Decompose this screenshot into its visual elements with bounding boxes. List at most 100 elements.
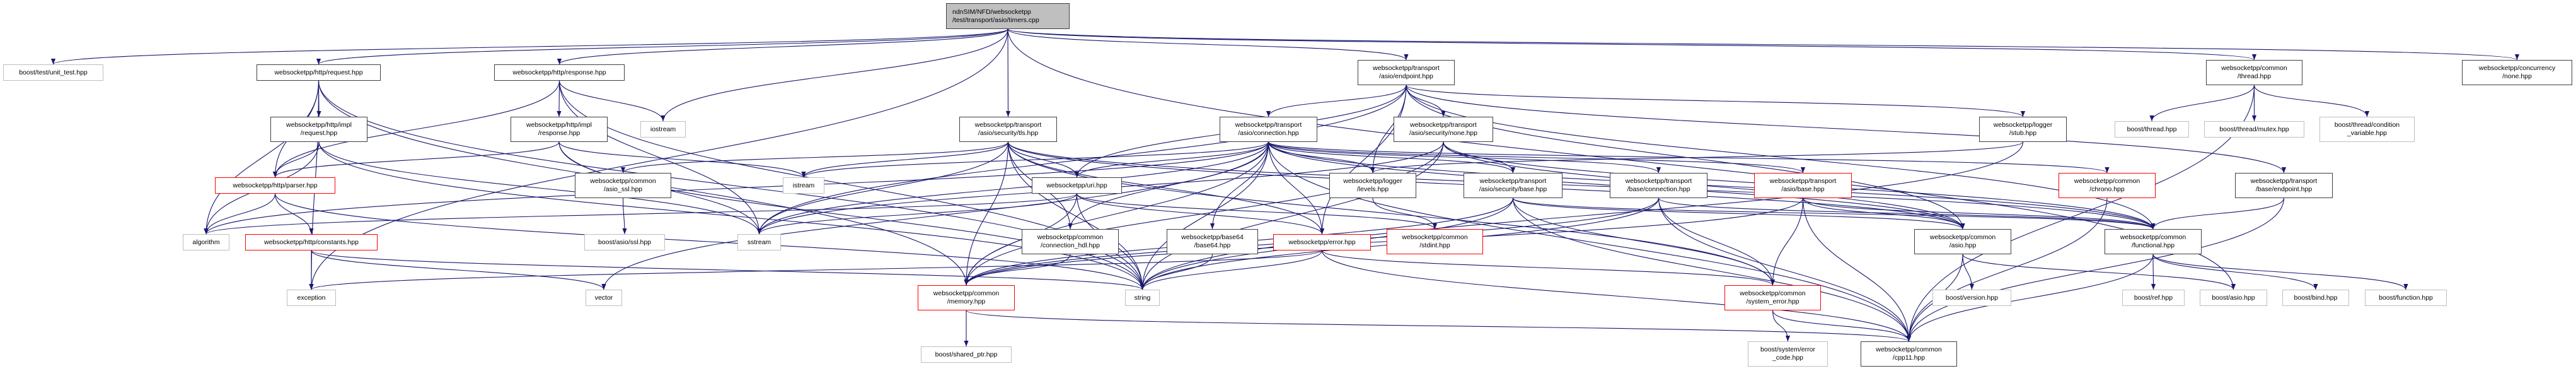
- node-label: exception: [297, 293, 326, 302]
- node-label: websocketpp/common: [1929, 233, 1996, 241]
- node-b-bind: boost/bind.hpp: [2282, 290, 2349, 306]
- node-label: boost/bind.hpp: [2294, 293, 2338, 302]
- node-label: websocketpp/common: [1876, 346, 1942, 353]
- edge-endpoint-to-error: [1319, 85, 1407, 235]
- edge-stub-to-levels: [1370, 141, 2024, 174]
- node-label: websocketpp/transport: [1235, 121, 1302, 129]
- edge-constants-to-string: [311, 250, 1145, 290]
- node-label: /functional.hpp: [2131, 242, 2175, 249]
- node-label: /asio/security/tls.hpp: [978, 129, 1039, 137]
- node-istream: istream: [783, 177, 824, 194]
- node-error[interactable]: websocketpp/error.hpp: [1273, 234, 1371, 250]
- node-constants[interactable]: websocketpp/http/constants.hpp: [245, 234, 378, 250]
- node-parser[interactable]: websocketpp/http/parser.hpp: [215, 177, 335, 194]
- node-error-code: boost/system/error_code.hpp: [1748, 341, 1828, 367]
- edge-asio_base-to-functional: [1802, 197, 2156, 230]
- edge-sec_base-to-c_asio: [1512, 197, 1965, 230]
- node-label: /test/transport/asio/timers.cpp: [952, 16, 1039, 24]
- node-condvar: boost/thread/condition_variable.hpp: [2319, 117, 2415, 142]
- node-sec-none[interactable]: websocketpp/transport/asio/security/none…: [1394, 117, 1493, 142]
- node-label: websocketpp/base64: [1181, 233, 1244, 241]
- node-label: /connection_hdl.hpp: [1041, 242, 1100, 249]
- node-response[interactable]: websocketpp/http/response.hpp: [494, 64, 625, 81]
- node-tls[interactable]: websocketpp/transport/asio/security/tls.…: [959, 117, 1057, 142]
- node-label: websocketpp/http/parser.hpp: [233, 181, 318, 189]
- node-label: /asio_ssl.hpp: [603, 186, 643, 193]
- node-conc-none[interactable]: websocketpp/concurrency/none.hpp: [2462, 60, 2572, 85]
- edge-connection-to-conn_hdl: [1068, 141, 1269, 230]
- node-system-error[interactable]: websocketpp/common/system_error.hpp: [1724, 285, 1821, 310]
- node-base-conn[interactable]: websocketpp/transport/base/connection.hp…: [1610, 173, 1707, 198]
- node-label: websocketpp/http/impl: [286, 121, 352, 129]
- node-label: boost/version.hpp: [1946, 293, 1998, 302]
- edge-connection-to-sstream: [756, 141, 1269, 235]
- edge-impl_response-to-string: [558, 141, 1145, 290]
- edge-tls-to-functional: [1007, 141, 2156, 230]
- edge-uri-to-stdint: [1076, 193, 1437, 230]
- node-chrono[interactable]: websocketpp/common/chrono.hpp: [2059, 173, 2156, 198]
- node-levels[interactable]: websocketpp/logger/levels.hpp: [1329, 173, 1416, 198]
- edge-sec_base-to-cpp11: [1512, 197, 1912, 342]
- edge-endpoint-to-stub: [1406, 85, 2025, 117]
- edge-parser-to-algorithm: [204, 193, 276, 235]
- node-stdint[interactable]: websocketpp/common/stdint.hpp: [1387, 229, 1483, 254]
- edge-uri-to-sstream: [757, 193, 1078, 235]
- node-label: sstream: [747, 238, 771, 246]
- node-asio-base[interactable]: websocketpp/transport/asio/base.hpp: [1754, 173, 1852, 198]
- node-memory[interactable]: websocketpp/common/memory.hpp: [918, 285, 1015, 310]
- edge-sec_none-to-memory: [964, 141, 1444, 286]
- node-conn-hdl[interactable]: websocketpp/common/connection_hdl.hpp: [1022, 229, 1119, 254]
- node-impl-response[interactable]: websocketpp/http/impl/response.hpp: [511, 117, 608, 142]
- edge-system_error-to-cpp11: [1772, 310, 1912, 342]
- edge-error-to-string: [1140, 250, 1323, 290]
- node-base-endpoint[interactable]: websocketpp/transport/base/endpoint.hpp: [2235, 173, 2333, 198]
- node-label: websocketpp/transport: [974, 121, 1042, 129]
- edge-connection-to-sec_base: [1268, 141, 1515, 174]
- node-label: _variable.hpp: [2347, 129, 2388, 137]
- node-cpp11[interactable]: websocketpp/common/cpp11.hpp: [1861, 341, 1957, 367]
- node-algorithm: algorithm: [183, 234, 229, 250]
- node-endpoint[interactable]: websocketpp/transport/asio/endpoint.hpp: [1358, 60, 1455, 85]
- edge-root-to-response: [557, 28, 1008, 65]
- node-functional[interactable]: websocketpp/common/functional.hpp: [2105, 229, 2202, 254]
- edge-stub-to-string: [1140, 141, 2024, 290]
- node-label: boost/asio/ssl.hpp: [598, 238, 652, 246]
- node-b-version: boost/version.hpp: [1932, 290, 2011, 306]
- edge-impl_response-to-parser: [273, 141, 560, 178]
- edge-root-to-conc_none: [1007, 28, 2519, 61]
- node-base64[interactable]: websocketpp/base64/base64.hpp: [1167, 229, 1258, 254]
- node-label: websocketpp/transport: [2250, 177, 2318, 185]
- node-label: websocketpp/http/impl: [526, 121, 592, 129]
- node-label: boost/thread/mutex.hpp: [2219, 125, 2289, 133]
- edge-response-to-parser: [272, 80, 560, 178]
- node-b-ssl: boost/asio/ssl.hpp: [584, 234, 665, 250]
- node-sec-base[interactable]: websocketpp/transport/asio/security/base…: [1464, 173, 1562, 198]
- node-asio-ssl[interactable]: websocketpp/common/asio_ssl.hpp: [575, 173, 671, 198]
- node-label: /none.hpp: [2502, 73, 2532, 80]
- edge-connection-to-vector: [601, 141, 1269, 290]
- node-label: /asio/base.hpp: [1781, 186, 1825, 193]
- node-label: websocketpp/common: [933, 290, 1000, 297]
- node-request[interactable]: websocketpp/http/request.hpp: [257, 64, 381, 81]
- node-shared-ptr: boost/shared_ptr.hpp: [921, 346, 1012, 363]
- node-uri[interactable]: websocketpp/uri.hpp: [1032, 177, 1122, 194]
- node-label: boost/thread/condition: [2334, 121, 2400, 129]
- edge-request-to-algorithm: [204, 80, 320, 235]
- node-label: /asio.hpp: [1949, 242, 1977, 249]
- node-iostream: iostream: [640, 121, 686, 138]
- node-label: websocketpp/transport: [1479, 177, 1547, 185]
- node-label: /asio/security/none.hpp: [1409, 129, 1477, 137]
- edge-asio_base-to-system_error: [1770, 197, 1804, 286]
- node-label: websocketpp/transport: [1410, 121, 1477, 129]
- node-label: websocketpp/transport: [1625, 177, 1692, 185]
- node-connection[interactable]: websocketpp/transport/asio/connection.hp…: [1220, 117, 1317, 142]
- node-stub[interactable]: websocketpp/logger/stub.hpp: [1979, 117, 2067, 142]
- node-label: websocketpp/http/constants.hpp: [263, 238, 359, 246]
- node-c-asio[interactable]: websocketpp/common/asio.hpp: [1914, 229, 2011, 254]
- edge-chrono-to-cpp11: [1906, 197, 2108, 342]
- node-label: /asio/connection.hpp: [1238, 129, 1299, 137]
- node-thread[interactable]: websocketpp/common/thread.hpp: [2206, 60, 2302, 85]
- edge-root-to-thread: [1007, 28, 2256, 61]
- node-impl-request[interactable]: websocketpp/http/impl/request.hpp: [270, 117, 367, 142]
